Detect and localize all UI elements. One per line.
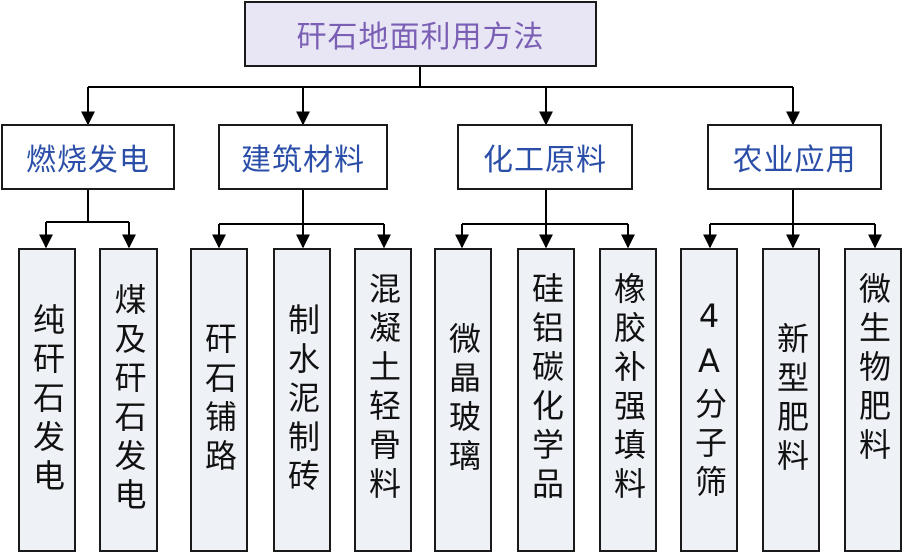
leaf-label: 4A分子筛 [690,296,728,504]
category-label: 建筑材料 [241,143,365,178]
category-label: 燃烧发电 [26,143,150,178]
leaf-node: 制水泥制砖 [273,248,331,552]
leaf-node: 4A分子筛 [680,248,738,552]
category-power-generation: 燃烧发电 [1,124,175,190]
leaf-node: 煤及矸石发电 [99,248,158,552]
leaf-label: 煤及矸石发电 [109,283,148,517]
leaf-node: 矸石铺路 [190,248,248,552]
category-label: 农业应用 [732,143,857,178]
leaf-label: 微晶玻璃 [444,322,482,478]
leaf-node: 微生物肥料 [844,248,902,552]
root-node: 矸石地面利用方法 [244,1,597,67]
leaf-node: 橡胶补强填料 [599,248,657,552]
leaf-node: 微晶玻璃 [434,248,492,552]
category-building-materials: 建筑材料 [218,124,388,190]
root-title: 矸石地面利用方法 [296,20,545,55]
leaf-label: 制水泥制砖 [283,302,321,498]
leaf-node: 纯矸石发电 [18,248,76,552]
leaf-label: 橡胶补强填料 [609,272,647,506]
category-label: 化工原料 [483,143,607,178]
leaf-node: 新型肥料 [762,248,820,552]
leaf-label: 矸石铺路 [200,322,238,478]
leaf-label: 新型肥料 [772,322,810,478]
leaf-label: 混凝土轻骨料 [364,272,402,506]
category-agriculture: 农业应用 [707,124,882,190]
leaf-node: 硅铝碳化学品 [517,248,575,552]
leaf-label: 纯矸石发电 [28,302,66,498]
leaf-label: 硅铝碳化学品 [527,272,565,506]
leaf-node: 混凝土轻骨料 [354,248,412,552]
category-chemical-materials: 化工原料 [457,124,633,190]
leaf-label: 微生物肥料 [854,272,892,467]
